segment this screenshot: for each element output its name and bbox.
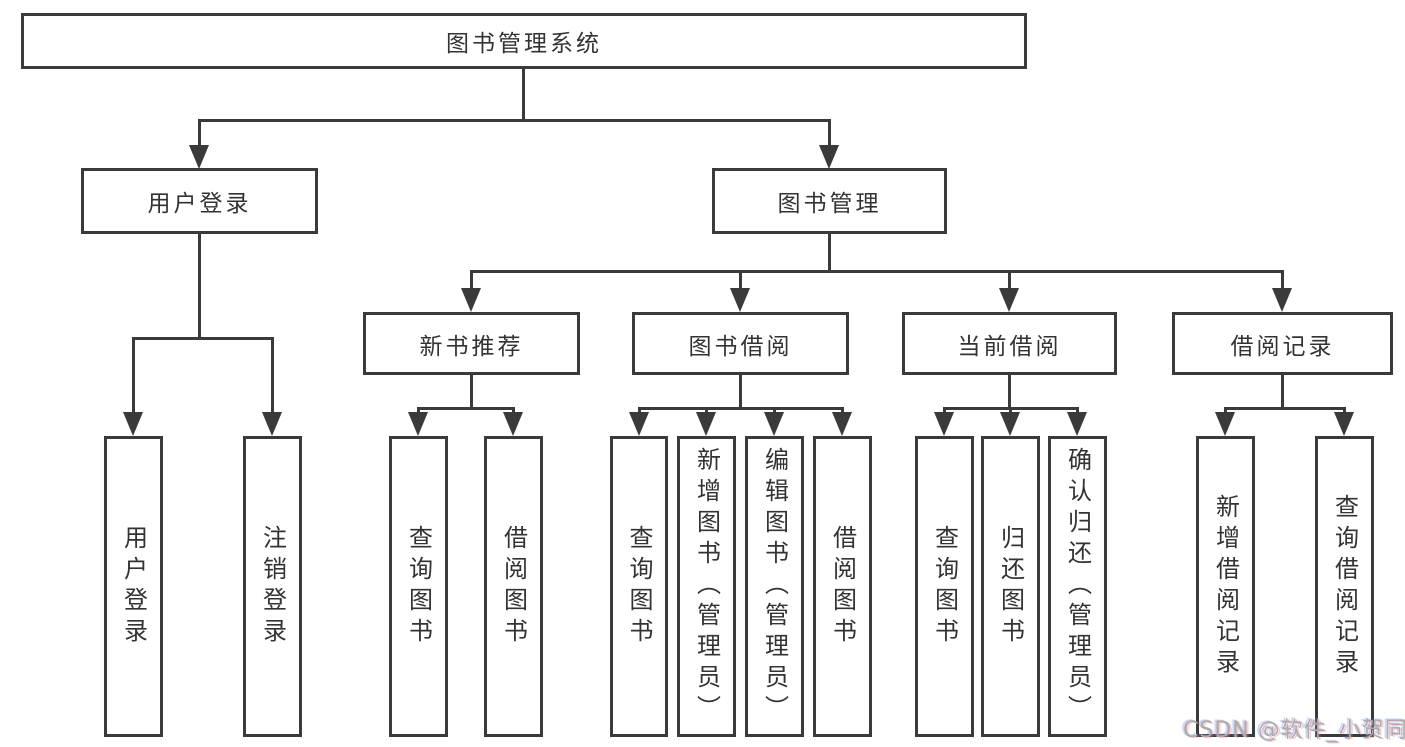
- arrowhead-leaf-login: [123, 412, 143, 436]
- arrowhead-leaf: [832, 412, 852, 436]
- arrowhead-borrow: [730, 288, 750, 312]
- connector-stub: [841, 407, 844, 416]
- node-current-borrow: 当前借阅: [902, 312, 1117, 375]
- leaf-confirm-return-admin: 确认归还（管理员）: [1048, 436, 1107, 737]
- leaf-logout: 注销登录: [243, 436, 302, 737]
- leaf-query-books-current: 查询图书: [915, 436, 974, 737]
- leaf-query-books-borrow: 查询图书: [610, 436, 668, 737]
- arrowhead-leaf: [1215, 412, 1235, 436]
- arrowhead-leaf: [408, 412, 428, 436]
- arrowhead-current: [999, 288, 1019, 312]
- connector-records-drop: [1281, 375, 1284, 409]
- leaf-borrow-books-recommend: 借阅图书: [484, 436, 543, 737]
- connector-login-rail: [132, 337, 274, 340]
- leaf-user-login: 用户登录: [104, 436, 163, 737]
- connector-stub: [1224, 407, 1227, 416]
- node-new-book-recommend: 新书推荐: [363, 312, 580, 375]
- arrowhead-leaf: [629, 412, 649, 436]
- connector-stub: [417, 407, 420, 416]
- connector-stub: [638, 407, 641, 416]
- connector-login-drop: [198, 234, 201, 338]
- connector-to-recommend: [470, 270, 473, 292]
- arrowhead-leaf: [764, 412, 784, 436]
- connector-to-user-login: [198, 119, 201, 149]
- connector-level3-rail: [470, 270, 1284, 273]
- connector-to-leaf-logout: [271, 337, 274, 415]
- node-borrow-records: 借阅记录: [1172, 312, 1393, 375]
- connector-stub: [1009, 407, 1012, 416]
- connector-to-records: [1281, 270, 1284, 292]
- connector-stub: [943, 407, 946, 416]
- arrowhead-book-management: [819, 145, 839, 169]
- arrowhead-leaf-logout: [262, 412, 282, 436]
- arrowhead-leaf: [1334, 412, 1354, 436]
- connector-records-rail: [1224, 407, 1346, 410]
- connector-recommend-drop: [470, 375, 473, 409]
- node-root: 图书管理系统: [21, 13, 1027, 69]
- csdn-watermark: CSDN @软件_小贺同学: [1183, 718, 1405, 743]
- connector-borrow-rail: [638, 407, 844, 410]
- leaf-return-books: 归还图书: [981, 436, 1040, 737]
- connector-to-current: [1008, 270, 1011, 292]
- arrowhead-leaf: [696, 412, 716, 436]
- connector-borrow-drop: [739, 375, 742, 409]
- connector-level2-rail: [198, 119, 831, 122]
- leaf-edit-books-admin: 编辑图书（管理员）: [745, 436, 804, 737]
- leaf-add-books-admin: 新增图书（管理员）: [677, 436, 736, 737]
- leaf-query-borrow-record: 查询借阅记录: [1315, 436, 1374, 737]
- connector-stub: [512, 407, 515, 416]
- connector-recommend-rail: [417, 407, 515, 410]
- node-user-login: 用户登录: [81, 168, 318, 234]
- node-book-management: 图书管理: [712, 168, 947, 234]
- arrowhead-recommend: [461, 288, 481, 312]
- connector-stub: [705, 407, 708, 416]
- connector-current-drop: [1008, 375, 1011, 409]
- arrowhead-records: [1272, 288, 1292, 312]
- connector-root-drop: [522, 69, 525, 120]
- leaf-borrow-books: 借阅图书: [813, 436, 872, 737]
- arrowhead-leaf: [503, 412, 523, 436]
- connector-mgmt-drop: [828, 234, 831, 272]
- arrowhead-leaf: [934, 412, 954, 436]
- connector-stub: [773, 407, 776, 416]
- connector-to-borrow: [739, 270, 742, 292]
- connector-to-book-management: [828, 119, 831, 149]
- leaf-query-books-recommend: 查询图书: [389, 436, 448, 737]
- node-book-borrow: 图书借阅: [632, 312, 849, 375]
- connector-stub: [1076, 407, 1079, 416]
- leaf-add-borrow-record: 新增借阅记录: [1196, 436, 1255, 737]
- arrowhead-user-login: [189, 145, 209, 169]
- arrowhead-leaf: [1067, 412, 1087, 436]
- connector-to-leaf-login: [132, 337, 135, 415]
- arrowhead-leaf: [1000, 412, 1020, 436]
- connector-stub: [1343, 407, 1346, 416]
